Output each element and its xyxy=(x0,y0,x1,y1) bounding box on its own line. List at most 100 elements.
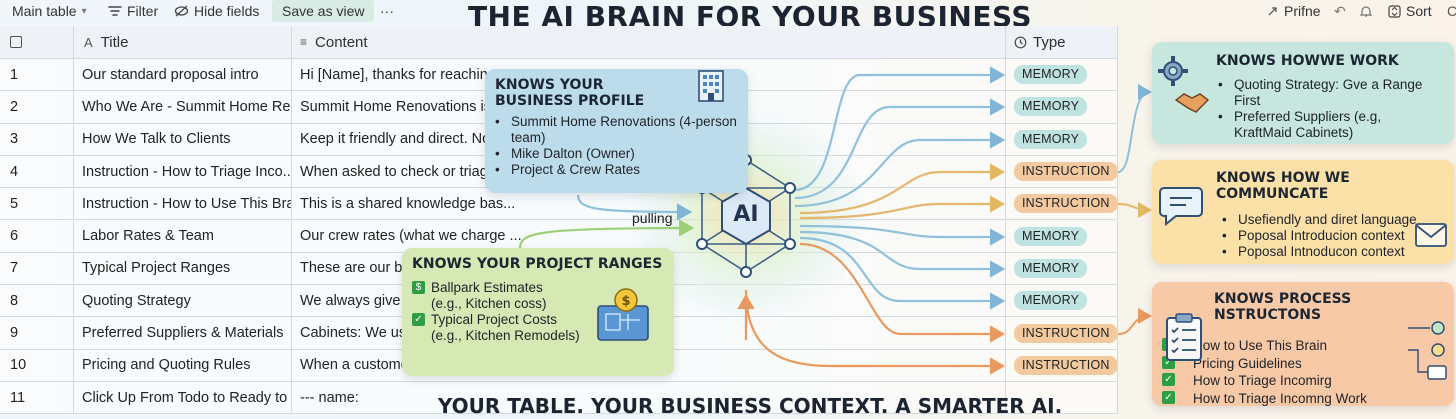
cell-type[interactable]: MEMORY xyxy=(1006,91,1118,124)
undo-button[interactable]: ↶ xyxy=(1334,0,1346,22)
cell-title[interactable]: Our standard proposal intro xyxy=(74,59,292,92)
pulling-label: pulling xyxy=(632,210,673,226)
type-pill-instruction: INSTRUCTION xyxy=(1014,323,1117,343)
flow-line xyxy=(1117,84,1152,173)
profile-button[interactable]: Prifne xyxy=(1266,0,1321,22)
flow-line xyxy=(1117,308,1152,335)
flow-line xyxy=(744,289,1006,375)
type-pill-instruction: INSTRUCTION xyxy=(1014,162,1117,182)
handshake-icon xyxy=(1174,93,1210,113)
cell-title[interactable]: Instruction - How to Use This Brain xyxy=(74,188,292,221)
card-title: KNOWS HOWWE WORK xyxy=(1216,53,1399,69)
bell-icon xyxy=(1360,5,1372,17)
list-item: Quoting Strategy: Gve a Range First xyxy=(1234,77,1423,108)
column-header-content[interactable]: ≡ Content xyxy=(292,26,1006,59)
sort-label: Sort xyxy=(1406,3,1432,19)
list-item: Poposal Intnoducon context xyxy=(1238,244,1405,259)
cell-type[interactable]: INSTRUCTION xyxy=(1006,155,1118,189)
flow-line xyxy=(799,230,1006,278)
cell-type[interactable]: MEMORY xyxy=(1006,285,1118,318)
save-as-view-button[interactable]: Save as view xyxy=(272,0,375,22)
filter-label: Filter xyxy=(127,3,159,19)
eye-slash-icon xyxy=(174,5,189,17)
type-pill-instruction: INSTRUCTION xyxy=(1014,194,1117,214)
list-item: Ballpark Estimates xyxy=(431,280,543,295)
checkbox-icon[interactable] xyxy=(10,36,22,48)
card-title: KNOWS PROCESS NSTRUCTONS xyxy=(1214,291,1352,323)
filter-button[interactable]: Filter xyxy=(108,0,158,22)
text-a-icon: A xyxy=(84,34,93,50)
row-number: 11 xyxy=(0,382,74,415)
footer-tagline: YOUR TABLE. YOUR BUSINESS CONTEXT. A SMA… xyxy=(437,394,1063,418)
cell-title[interactable]: Labor Rates & Team xyxy=(74,220,292,253)
search-button[interactable]: C xyxy=(1447,0,1456,22)
cell-type[interactable]: MEMORY xyxy=(1006,59,1118,92)
cell-type[interactable] xyxy=(1006,382,1118,415)
sort-button[interactable]: Sort xyxy=(1388,0,1432,22)
blueprint-icon: $ xyxy=(597,288,649,341)
row-number: 9 xyxy=(0,317,74,350)
clipboard-icon xyxy=(1166,313,1202,361)
cell-type[interactable]: INSTRUCTION xyxy=(1006,188,1118,221)
column-title-label: Title xyxy=(100,33,129,51)
search-icon: C xyxy=(1447,3,1456,19)
cell-title[interactable]: Preferred Suppliers & Materials xyxy=(74,317,292,350)
cell-type[interactable]: MEMORY xyxy=(1006,123,1118,156)
cell-title[interactable]: Quoting Strategy xyxy=(74,285,292,318)
column-content-label: Content xyxy=(315,33,368,51)
cell-type[interactable]: MEMORY xyxy=(1006,220,1118,253)
cell-type[interactable]: MEMORY xyxy=(1006,252,1118,286)
undo-icon: ↶ xyxy=(1334,2,1346,19)
column-header-type[interactable]: Type xyxy=(1006,26,1118,59)
list-item-detail: (e.g., Kitchen Remodels) xyxy=(431,328,580,343)
cell-title[interactable]: Pricing and Quoting Rules xyxy=(74,349,292,382)
cell-content[interactable]: --- name: xyxy=(292,382,1006,415)
check-icon: ✓ xyxy=(1162,373,1175,386)
list-item: Mike Dalton (Owner) xyxy=(511,146,635,161)
text-lines-icon: ≡ xyxy=(300,35,308,49)
dollar-icon: $ xyxy=(412,281,425,294)
type-pill-memory: MEMORY xyxy=(1014,97,1088,117)
cell-type[interactable]: INSTRUCTION xyxy=(1006,349,1118,382)
flow-line xyxy=(799,195,1006,220)
cell-title[interactable]: Click Up From Todo to Ready to ... xyxy=(74,382,292,415)
row-number: 4 xyxy=(0,155,74,189)
row-number: 6 xyxy=(0,220,74,253)
list-item: Poposal Introducion context xyxy=(1238,228,1405,243)
clock-icon xyxy=(1014,36,1027,48)
notifications-button[interactable] xyxy=(1360,0,1372,22)
building-icon xyxy=(698,70,724,102)
envelope-icon xyxy=(1415,223,1447,247)
column-type-label: Type xyxy=(1033,33,1066,51)
column-header-title[interactable]: A Title xyxy=(74,26,292,59)
ai-label: AI xyxy=(733,202,759,227)
workflow-icon xyxy=(1408,321,1447,380)
cell-type[interactable]: INSTRUCTION xyxy=(1006,317,1118,350)
share-icon xyxy=(1268,6,1277,15)
hide-fields-button[interactable]: Hide fields xyxy=(174,0,259,22)
type-pill-memory: MEMORY xyxy=(1014,258,1088,278)
row-number: 1 xyxy=(0,59,74,92)
flow-line xyxy=(794,66,1006,192)
gear-icon xyxy=(1158,56,1188,86)
flow-line xyxy=(799,224,1006,246)
cell-title[interactable]: Typical Project Ranges xyxy=(74,252,292,286)
type-pill-instruction: INSTRUCTION xyxy=(1014,355,1117,375)
cell-title[interactable]: Instruction - How to Triage Inco... xyxy=(74,155,292,189)
card-business-profile: KNOWS YOUR BUSINESS PROFILE •Summit Home… xyxy=(485,69,748,193)
list-item: Summit Home Renovations (4-person team) xyxy=(511,114,737,145)
cell-title[interactable]: How We Talk to Clients xyxy=(74,123,292,156)
list-item: How to Triage Incomng Work xyxy=(1193,390,1367,406)
flow-line xyxy=(799,163,1006,215)
more-options-button[interactable]: ··· xyxy=(380,0,394,22)
list-item: Project & Crew Rates xyxy=(511,162,641,177)
view-selector[interactable]: Main table ▾ xyxy=(12,0,87,22)
network-icon xyxy=(696,154,796,278)
row-number: 3 xyxy=(0,123,74,156)
cell-title[interactable]: Who We Are - Summit Home Re... xyxy=(74,91,292,124)
sort-icon xyxy=(1388,4,1401,18)
select-all-cell[interactable] xyxy=(0,26,74,59)
card-project-ranges: KNOWS YOUR PROJECT RANGES $ Ballpark Est… xyxy=(402,248,674,376)
hide-fields-label: Hide fields xyxy=(194,3,260,19)
